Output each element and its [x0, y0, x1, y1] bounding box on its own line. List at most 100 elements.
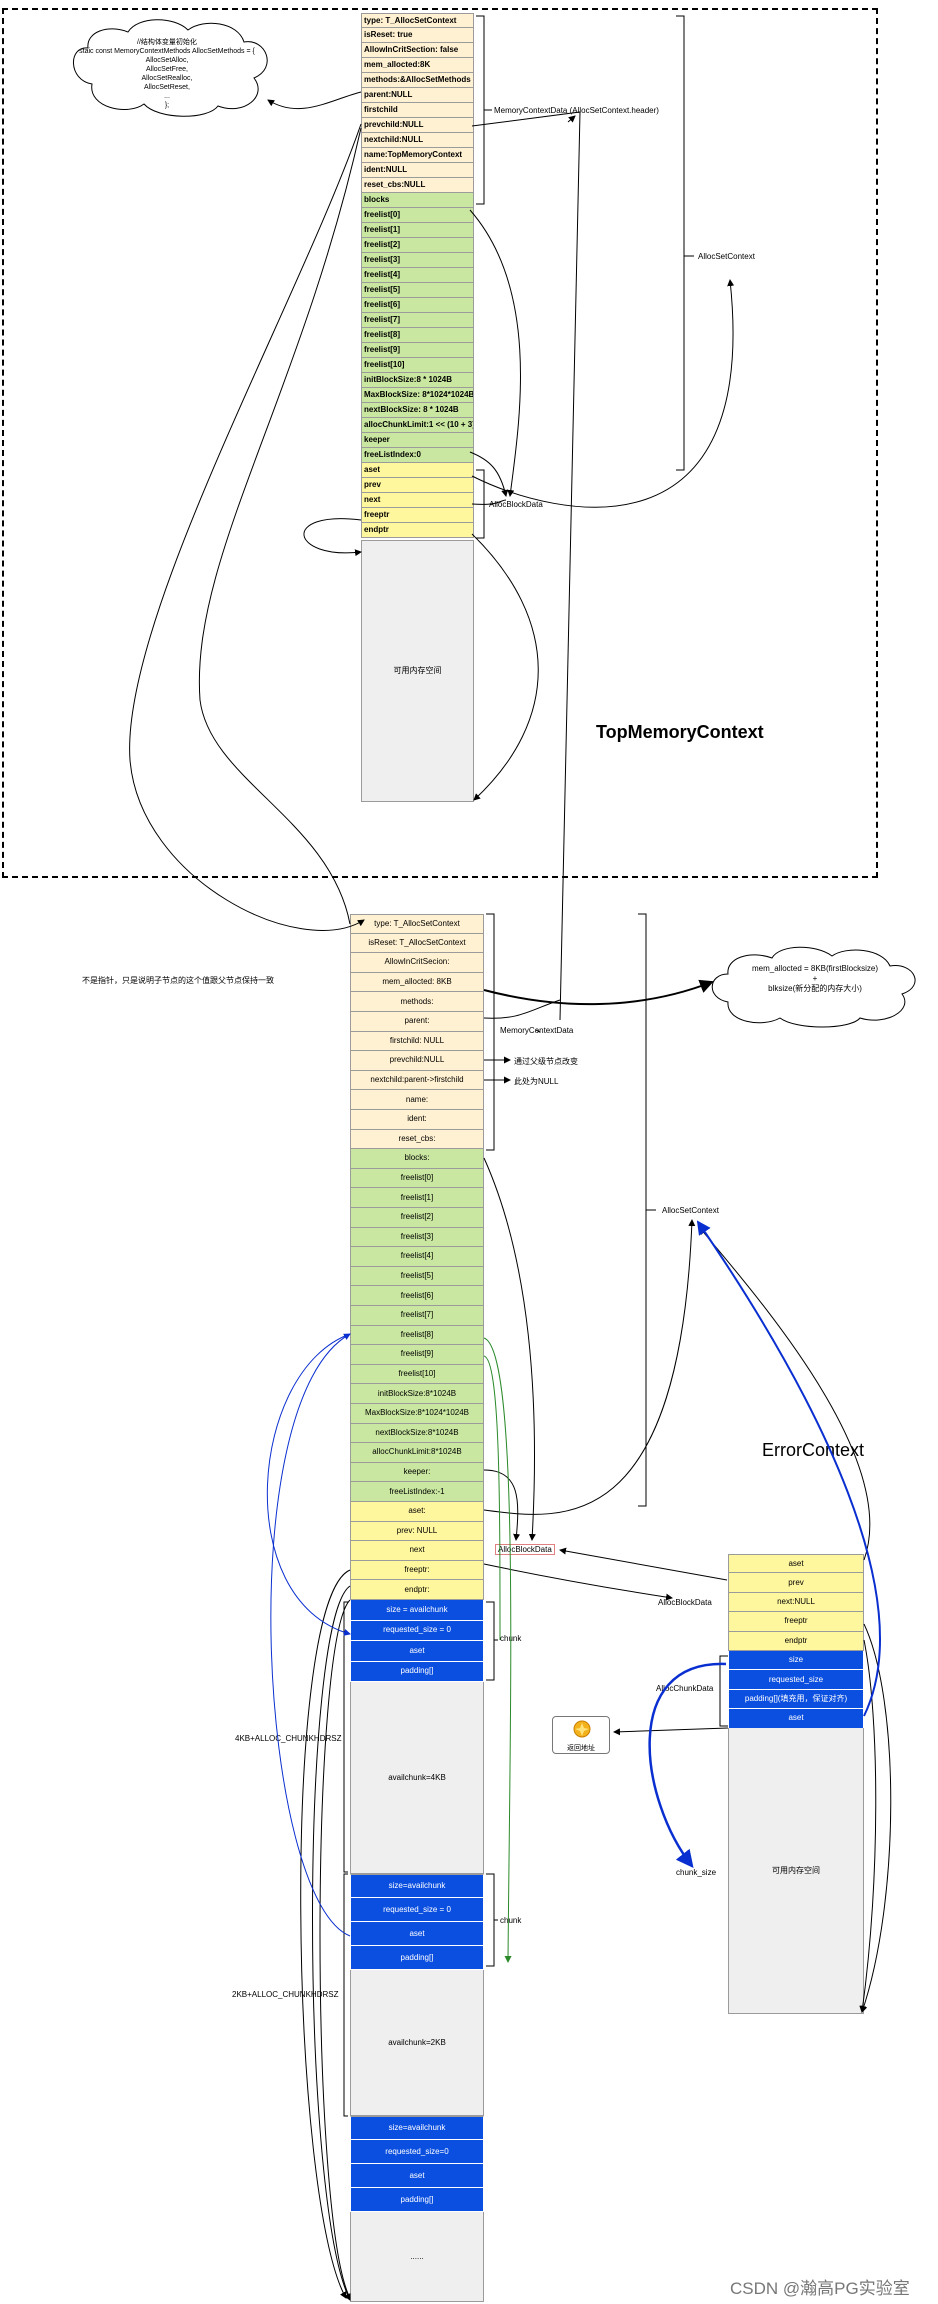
blue-freelist9-chunk — [267, 1333, 351, 1636]
top-alloc-field: MaxBlockSize: 8*1024*1024B — [361, 388, 474, 403]
top-alloc-field: keeper — [361, 433, 474, 448]
arrow-next-sec-out — [483, 1563, 673, 1601]
sec-chunk1-bracket — [486, 1601, 495, 1681]
sec-chunk2-field: aset — [350, 1922, 484, 1946]
err-chunk-field: requested_size — [728, 1670, 864, 1690]
arrow-next-sec-in — [559, 1547, 728, 1581]
top-alloc-field: freelist[8] — [361, 328, 474, 343]
sec-label-allocblockdata: AllocBlockData — [495, 1544, 555, 1555]
top-header-field: type: T_AllocSetContext — [361, 13, 474, 28]
top-free-space-label: 可用内存空间 — [393, 666, 442, 675]
top-alloc-field: freelist[7] — [361, 313, 474, 328]
second-cloud — [711, 946, 916, 1028]
sec-allocset-bracket — [638, 913, 647, 1507]
sec-header-field: ident: — [350, 1110, 484, 1130]
top-alloc-field: freelist[10] — [361, 358, 474, 373]
sec-chunk2-field: padding[] — [350, 1946, 484, 1970]
top-alloc-field: freelist[4] — [361, 268, 474, 283]
cloud-line: AllocSetRealloc, — [141, 75, 193, 82]
top-cloud-text: //结构体变量初始化 staic const MemoryContextMeth… — [62, 38, 272, 110]
arrow-mem-allocted-cloud — [483, 979, 714, 1006]
top-context-frame — [2, 8, 878, 878]
cloud-line: ... — [164, 93, 170, 100]
sec-alloc-field: freelist[1] — [350, 1188, 484, 1208]
err-block-field: aset — [728, 1554, 864, 1574]
sec-chunk2-field: size=availchunk — [350, 1874, 484, 1898]
top-header-field: isReset: true — [361, 28, 474, 43]
sec-header-field: parent: — [350, 1012, 484, 1032]
error-free-space: 可用内存空间 — [728, 1728, 864, 2014]
sec-label-4kb: 4KB+ALLOC_CHUNKHDRSZ — [235, 1734, 342, 1743]
err-block-field: prev — [728, 1573, 864, 1593]
sec-alloc-field: freeListIndex:-1 — [350, 1482, 484, 1502]
sec-alloc-field: freelist[6] — [350, 1286, 484, 1306]
cloud-line: AllocSetAlloc, — [145, 57, 189, 64]
top-block-field: endptr — [361, 523, 474, 538]
chunk2-space-label: availchunk=2KB — [388, 2037, 446, 2047]
chunk1-space: availchunk=4KB — [350, 1682, 484, 1874]
top-cloud — [73, 19, 268, 117]
sec-header-field: name: — [350, 1090, 484, 1110]
err-chunk-field: padding[](填充用，保证对齐) — [728, 1689, 864, 1710]
top-alloc-field: freelist[6] — [361, 298, 474, 313]
sec-alloc-field: freelist[8] — [350, 1325, 484, 1346]
top-block-field: prev — [361, 478, 474, 493]
err-endptr — [859, 1639, 877, 2013]
arrow-parent-link — [483, 999, 561, 1019]
err-freeptr — [860, 1623, 892, 2013]
sec-header-field: prevchild:NULL — [350, 1051, 484, 1071]
return-address-box: 返回地址 — [552, 1716, 610, 1754]
top-alloc-field: freelist[0] — [361, 208, 474, 223]
sec-alloc-field: freelist[2] — [350, 1208, 484, 1228]
err-label-allocblockdata: AllocBlockData — [658, 1598, 712, 1607]
top-alloc-field: freelist[5] — [361, 283, 474, 298]
sec-block-field: aset: — [350, 1502, 484, 1522]
sec-label-chunk-2: chunk — [500, 1916, 522, 1925]
sec-header-field: isReset: T_AllocSetContext — [350, 933, 484, 954]
top-label-allocblockdata: AllocBlockData — [489, 500, 543, 509]
return-address-icon — [573, 1720, 591, 1738]
top-header-field: mem_allocted:8K — [361, 58, 474, 73]
top-alloc-field: freeListIndex:0 — [361, 448, 474, 463]
sec-bracket-left-4kb — [343, 1601, 348, 1873]
sec-block-field: freeptr: — [350, 1560, 484, 1581]
error-free-space-label: 可用内存空间 — [772, 1865, 820, 1875]
sec-note-prevchild: 通过父级节点改变 — [514, 1057, 578, 1066]
sec-alloc-field: freelist[10] — [350, 1364, 484, 1385]
err-block-field: freeptr — [728, 1612, 864, 1632]
sec-block-field: endptr: — [350, 1580, 484, 1600]
top-alloc-field: freelist[3] — [361, 253, 474, 268]
sec-alloc-field: freelist[5] — [350, 1266, 484, 1287]
err-allocset-arrow — [699, 1227, 871, 1561]
top-alloc-field: blocks — [361, 193, 474, 208]
cloud-line: + — [812, 974, 818, 983]
err-aset-to-return — [613, 1727, 729, 1736]
sec-header-field: nextchild:parent->firstchild — [350, 1070, 484, 1091]
sec-label-2kb: 2KB+ALLOC_CHUNKHDRSZ — [232, 1990, 339, 1999]
err-label-allocchunkdata: AllocChunkData — [656, 1684, 714, 1693]
cloud-line: mem_allocted = 8KB(firstBlocksize) — [751, 964, 879, 973]
top-header-field: reset_cbs:NULL — [361, 178, 474, 193]
cloud-line: staic const MemoryContextMethods AllocSe… — [79, 48, 255, 55]
sec-header-bracket — [486, 913, 495, 1151]
top-context-title: TopMemoryContext — [596, 722, 764, 742]
sec-alloc-field: freelist[4] — [350, 1247, 484, 1267]
sec-chunk3-field: aset — [350, 2164, 484, 2188]
cloud-line: //结构体变量初始化 — [137, 39, 197, 46]
top-header-field: name:TopMemoryContext — [361, 148, 474, 163]
sec-alloc-field: initBlockSize:8*1024B — [350, 1384, 484, 1404]
cloud-line: AllocSetFree, — [145, 66, 189, 73]
sec-alloc-field: keeper: — [350, 1462, 484, 1483]
blue-err-chunk-size — [648, 1662, 727, 1868]
top-free-space: 可用内存空间 — [361, 540, 474, 802]
tail-space-label: ...... — [410, 2251, 424, 2261]
arrow-endptr-sec — [312, 1585, 351, 2301]
sec-header-field: AllowInCritSecion: — [350, 953, 484, 973]
sec-header-field: type: T_AllocSetContext — [350, 914, 484, 934]
sec-alloc-field: MaxBlockSize:8*1024*1024B — [350, 1404, 484, 1424]
arrow-freeptr-sec — [300, 1569, 351, 2299]
sec-chunk3-field: padding[] — [350, 2188, 484, 2212]
sec-label-memory-context-data: MemoryContextData — [500, 1026, 574, 1035]
top-alloc-field: freelist[9] — [361, 343, 474, 358]
